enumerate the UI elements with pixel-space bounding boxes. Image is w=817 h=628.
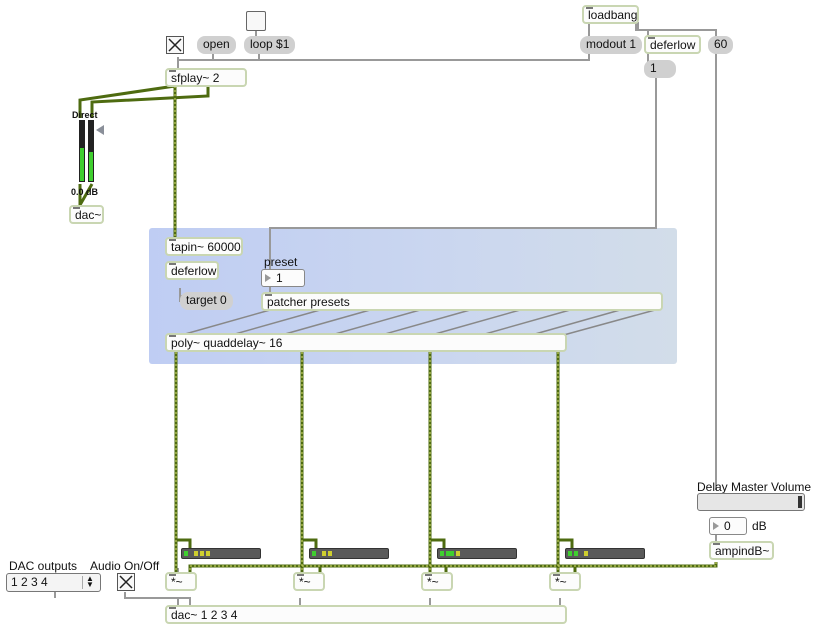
tapin-object[interactable]: tapin~ 60000 [165, 237, 243, 256]
updown-arrows-icon: ▲▼ [82, 575, 97, 589]
multiply-object-2[interactable]: *~ [293, 572, 325, 591]
level-meter-4 [565, 548, 645, 559]
audio-on-off-label: Audio On/Off [90, 559, 160, 573]
modout-message[interactable]: modout 1 [580, 36, 643, 54]
direct-gain-label: Direct [72, 110, 98, 120]
level-meter-3 [437, 548, 517, 559]
number-arrow-icon [713, 522, 719, 530]
db-unit-label: dB [752, 519, 767, 533]
sfplay-object[interactable]: sfplay~ 2 [165, 68, 247, 87]
preset-label: preset [264, 255, 298, 269]
multiply-object-1[interactable]: *~ [165, 572, 197, 591]
poly-quaddelay-object[interactable]: poly~ quaddelay~ 16 [165, 333, 567, 352]
volume-number-value: 0 [724, 519, 731, 533]
volume-number-box[interactable]: 0 [709, 517, 747, 535]
sixty-message[interactable]: 60 [708, 36, 734, 54]
x-icon [119, 575, 133, 589]
dac-main-object[interactable]: dac~ 1 2 3 4 [165, 605, 567, 624]
ampindb-object[interactable]: ampindB~ [709, 541, 774, 560]
open-message[interactable]: open [197, 36, 236, 54]
direct-gain-slider[interactable] [76, 120, 106, 184]
gain-knob-triangle-icon [96, 125, 104, 135]
direct-gain-value: 0.0 dB [71, 187, 99, 197]
deferlow-object-left[interactable]: deferlow [165, 261, 219, 280]
deferlow-object-right[interactable]: deferlow [644, 35, 701, 54]
loop-toggle-box[interactable] [246, 11, 266, 31]
preset-number-value: 1 [276, 271, 283, 285]
delay-master-volume-slider[interactable] [697, 493, 805, 511]
one-message[interactable]: 1 [644, 60, 676, 78]
loop-message[interactable]: loop $1 [244, 36, 296, 54]
multiply-object-3[interactable]: *~ [421, 572, 453, 591]
multiply-object-4[interactable]: *~ [549, 572, 581, 591]
dac-object-small[interactable]: dac~ [69, 205, 104, 224]
patcher-presets-object[interactable]: patcher presets [261, 292, 663, 311]
level-meter-2 [309, 548, 389, 559]
number-arrow-icon [265, 274, 271, 282]
audio-toggle[interactable] [117, 573, 135, 591]
x-icon [168, 38, 182, 52]
level-meter-1 [181, 548, 261, 559]
preset-number-box[interactable]: 1 [261, 269, 305, 287]
dac-outputs-value: 1 2 3 4 [11, 575, 48, 589]
loadbang-object[interactable]: loadbang [582, 5, 639, 24]
target-message[interactable]: target 0 [180, 292, 233, 310]
dac-outputs-label: DAC outputs [9, 559, 78, 573]
dac-outputs-menu[interactable]: 1 2 3 4 ▲▼ [6, 573, 101, 592]
sfplay-toggle[interactable] [166, 36, 184, 54]
slider-thumb[interactable] [798, 496, 802, 508]
delay-master-volume-label: Delay Master Volume [697, 480, 812, 494]
